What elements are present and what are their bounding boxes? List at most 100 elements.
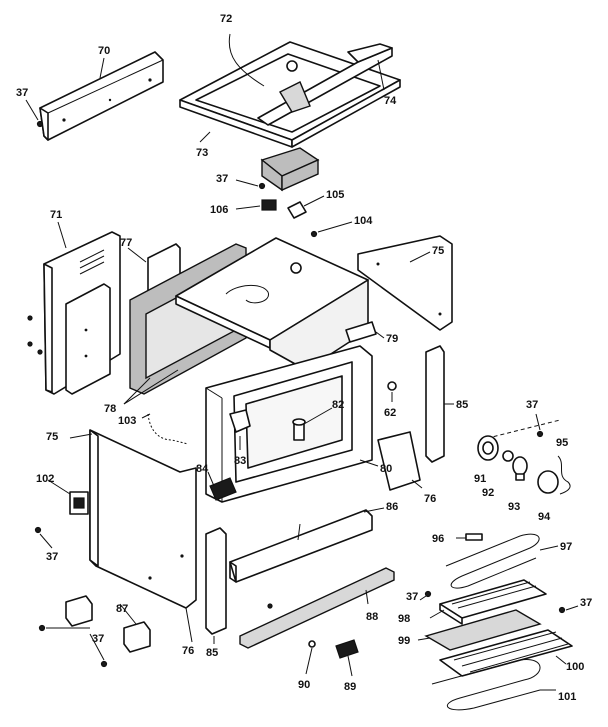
leader-87 [119, 603, 137, 625]
leader-89 [347, 655, 353, 677]
callout-72: 72 [220, 13, 232, 25]
leader-37b [235, 179, 259, 187]
leader-37c [535, 413, 541, 431]
part-75-rear-right-panel [357, 235, 453, 331]
leader-103 [141, 413, 151, 419]
part-101-bake-element [431, 659, 541, 711]
part-103-harness [147, 413, 189, 445]
leader-104 [317, 221, 353, 233]
callout-93: 93 [508, 501, 520, 513]
callout-75: 75 [432, 245, 444, 257]
callout-77: 77 [120, 237, 132, 249]
part-85-trim-right [425, 345, 445, 463]
leader-37d [39, 533, 53, 549]
part-106-switch [261, 199, 277, 211]
leader-73 [199, 131, 211, 143]
callout-37: 37 [526, 399, 538, 411]
callout-105: 105 [326, 189, 344, 201]
part-62-grommet [387, 381, 397, 391]
callout-62: 62 [384, 407, 396, 419]
callout-106: 106 [210, 204, 228, 216]
callout-71: 71 [50, 209, 62, 221]
callout-84: 84 [196, 463, 209, 475]
part-71-left-side-panel [43, 231, 121, 395]
leader-102 [47, 479, 71, 495]
leader-37e [419, 595, 427, 601]
screw-37d [34, 526, 42, 534]
leader-76a [411, 479, 423, 489]
callout-101: 101 [558, 691, 576, 703]
part-84-hinge [209, 477, 237, 501]
part-89-bracket [335, 639, 359, 659]
part-74-vent-duct [257, 43, 393, 126]
callout-86: 86 [386, 501, 398, 513]
part-97-broil-element [445, 533, 540, 589]
callout-79: 79 [386, 333, 398, 345]
leader-99 [417, 637, 431, 641]
callout-75: 75 [46, 431, 58, 443]
leader-105 [303, 195, 325, 207]
callout-89: 89 [344, 681, 356, 693]
leader-98 [429, 609, 445, 619]
leader-78a [123, 377, 151, 405]
part-72-wire [228, 33, 265, 87]
callout-87: 87 [116, 603, 128, 615]
callout-92: 92 [482, 487, 494, 499]
callout-82: 82 [332, 399, 344, 411]
leader-80 [359, 459, 379, 467]
leader-37a [25, 99, 39, 121]
screw-left-c [37, 349, 43, 355]
callout-labels: 72 70 37 74 73 37 105 106 104 71 77 75 7… [16, 13, 592, 703]
callout-104: 104 [354, 215, 373, 227]
part-element-block [260, 147, 320, 192]
part-95-wire [557, 455, 571, 495]
callout-91: 91 [474, 473, 486, 485]
callout-100: 100 [566, 661, 584, 673]
callout-78: 78 [104, 403, 116, 415]
callout-37: 37 [46, 551, 58, 563]
callout-37: 37 [92, 633, 104, 645]
part-100-oven-rack [439, 629, 573, 677]
screw-left-a [27, 315, 33, 321]
leader-88 [365, 589, 369, 605]
callout-90: 90 [298, 679, 310, 691]
part-102-plate [69, 491, 89, 515]
leader-90 [305, 647, 313, 675]
part-83-light-cover [229, 409, 251, 433]
callout-70: 70 [98, 45, 110, 57]
leader-75b [69, 433, 93, 439]
part-91-knob-bezel [477, 435, 499, 461]
part-86-drawer-frame [229, 509, 373, 583]
leader-100 [555, 655, 567, 665]
leader-97 [539, 545, 559, 551]
callout-102: 102 [36, 473, 54, 485]
part-104-clip [310, 230, 318, 238]
part-88-kick-panel [239, 567, 395, 649]
leader-86 [363, 507, 385, 513]
callout-103: 103 [118, 415, 136, 427]
callout-80: 80 [380, 463, 392, 475]
callout-76: 76 [182, 645, 194, 657]
callout-37: 37 [580, 597, 592, 609]
part-90-screw [308, 640, 316, 648]
callout-37: 37 [16, 87, 28, 99]
screw-37g [38, 624, 108, 668]
leader-78b [123, 369, 179, 405]
screw-37a [36, 120, 44, 128]
part-82-oven-light [292, 418, 306, 441]
leader-76b [185, 607, 193, 643]
leader-106 [235, 205, 261, 210]
leader-84 [207, 471, 215, 487]
screw-drawer [267, 603, 273, 609]
leader-82 [303, 407, 333, 425]
screw-left-b [27, 341, 33, 347]
part-85-trim-left [205, 527, 227, 635]
leader-75a [409, 251, 431, 263]
callout-99: 99 [398, 635, 410, 647]
callout-96: 96 [432, 533, 444, 545]
part-94-lamp-lens [537, 470, 559, 494]
callout-85: 85 [206, 647, 218, 659]
part-105-relay [287, 201, 307, 219]
leader-37g-b [89, 633, 105, 661]
